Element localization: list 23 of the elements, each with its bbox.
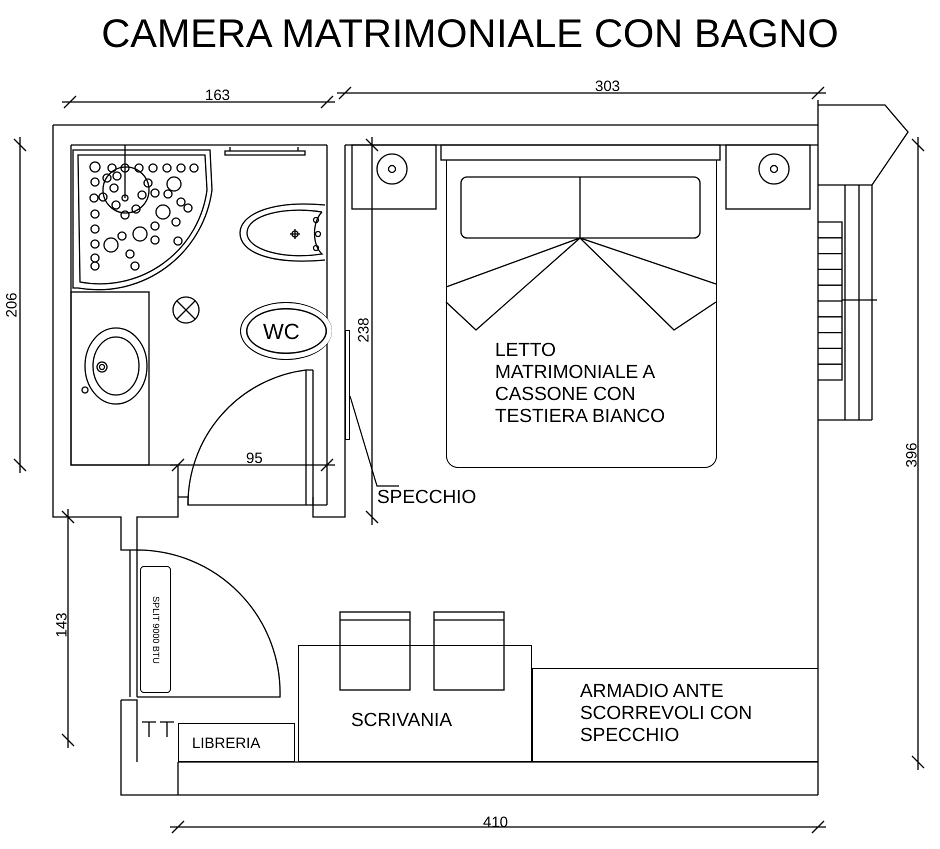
dimension-label: 303 (595, 79, 620, 94)
desk-label: SCRIVANIA (351, 710, 454, 732)
desk (298, 645, 532, 762)
dimension-label: 95 (246, 451, 263, 466)
mirror-label: SPECCHIO (377, 486, 497, 510)
dimension-label: 238 (356, 317, 372, 343)
air-conditioner-unit (140, 566, 171, 693)
dimension-label: 143 (54, 612, 70, 638)
dimension-label: 396 (904, 442, 920, 468)
title: CAMERA MATRIMONIALE CON BAGNO (100, 12, 840, 57)
air-conditioner-label: SPLIT 9000 BTU (150, 596, 161, 664)
double-bed (446, 160, 717, 468)
wardrobe-label: ARMADIO ANTE SCORREVOLI CON SPECCHIO (580, 681, 754, 747)
leader-line (349, 396, 399, 487)
dimension-label: 206 (4, 292, 20, 318)
wall-mirror (345, 330, 350, 440)
bookcase (178, 723, 295, 762)
bed-label: LETTO MATRIMONIALE A CASSONE CON TESTIERA BIANCO (495, 340, 666, 428)
toilet-label: WC (263, 319, 301, 344)
dimension-label: 163 (205, 88, 230, 103)
bookcase-label: LIBRERIA (192, 735, 262, 752)
wardrobe (532, 668, 818, 762)
toilet (240, 302, 332, 360)
